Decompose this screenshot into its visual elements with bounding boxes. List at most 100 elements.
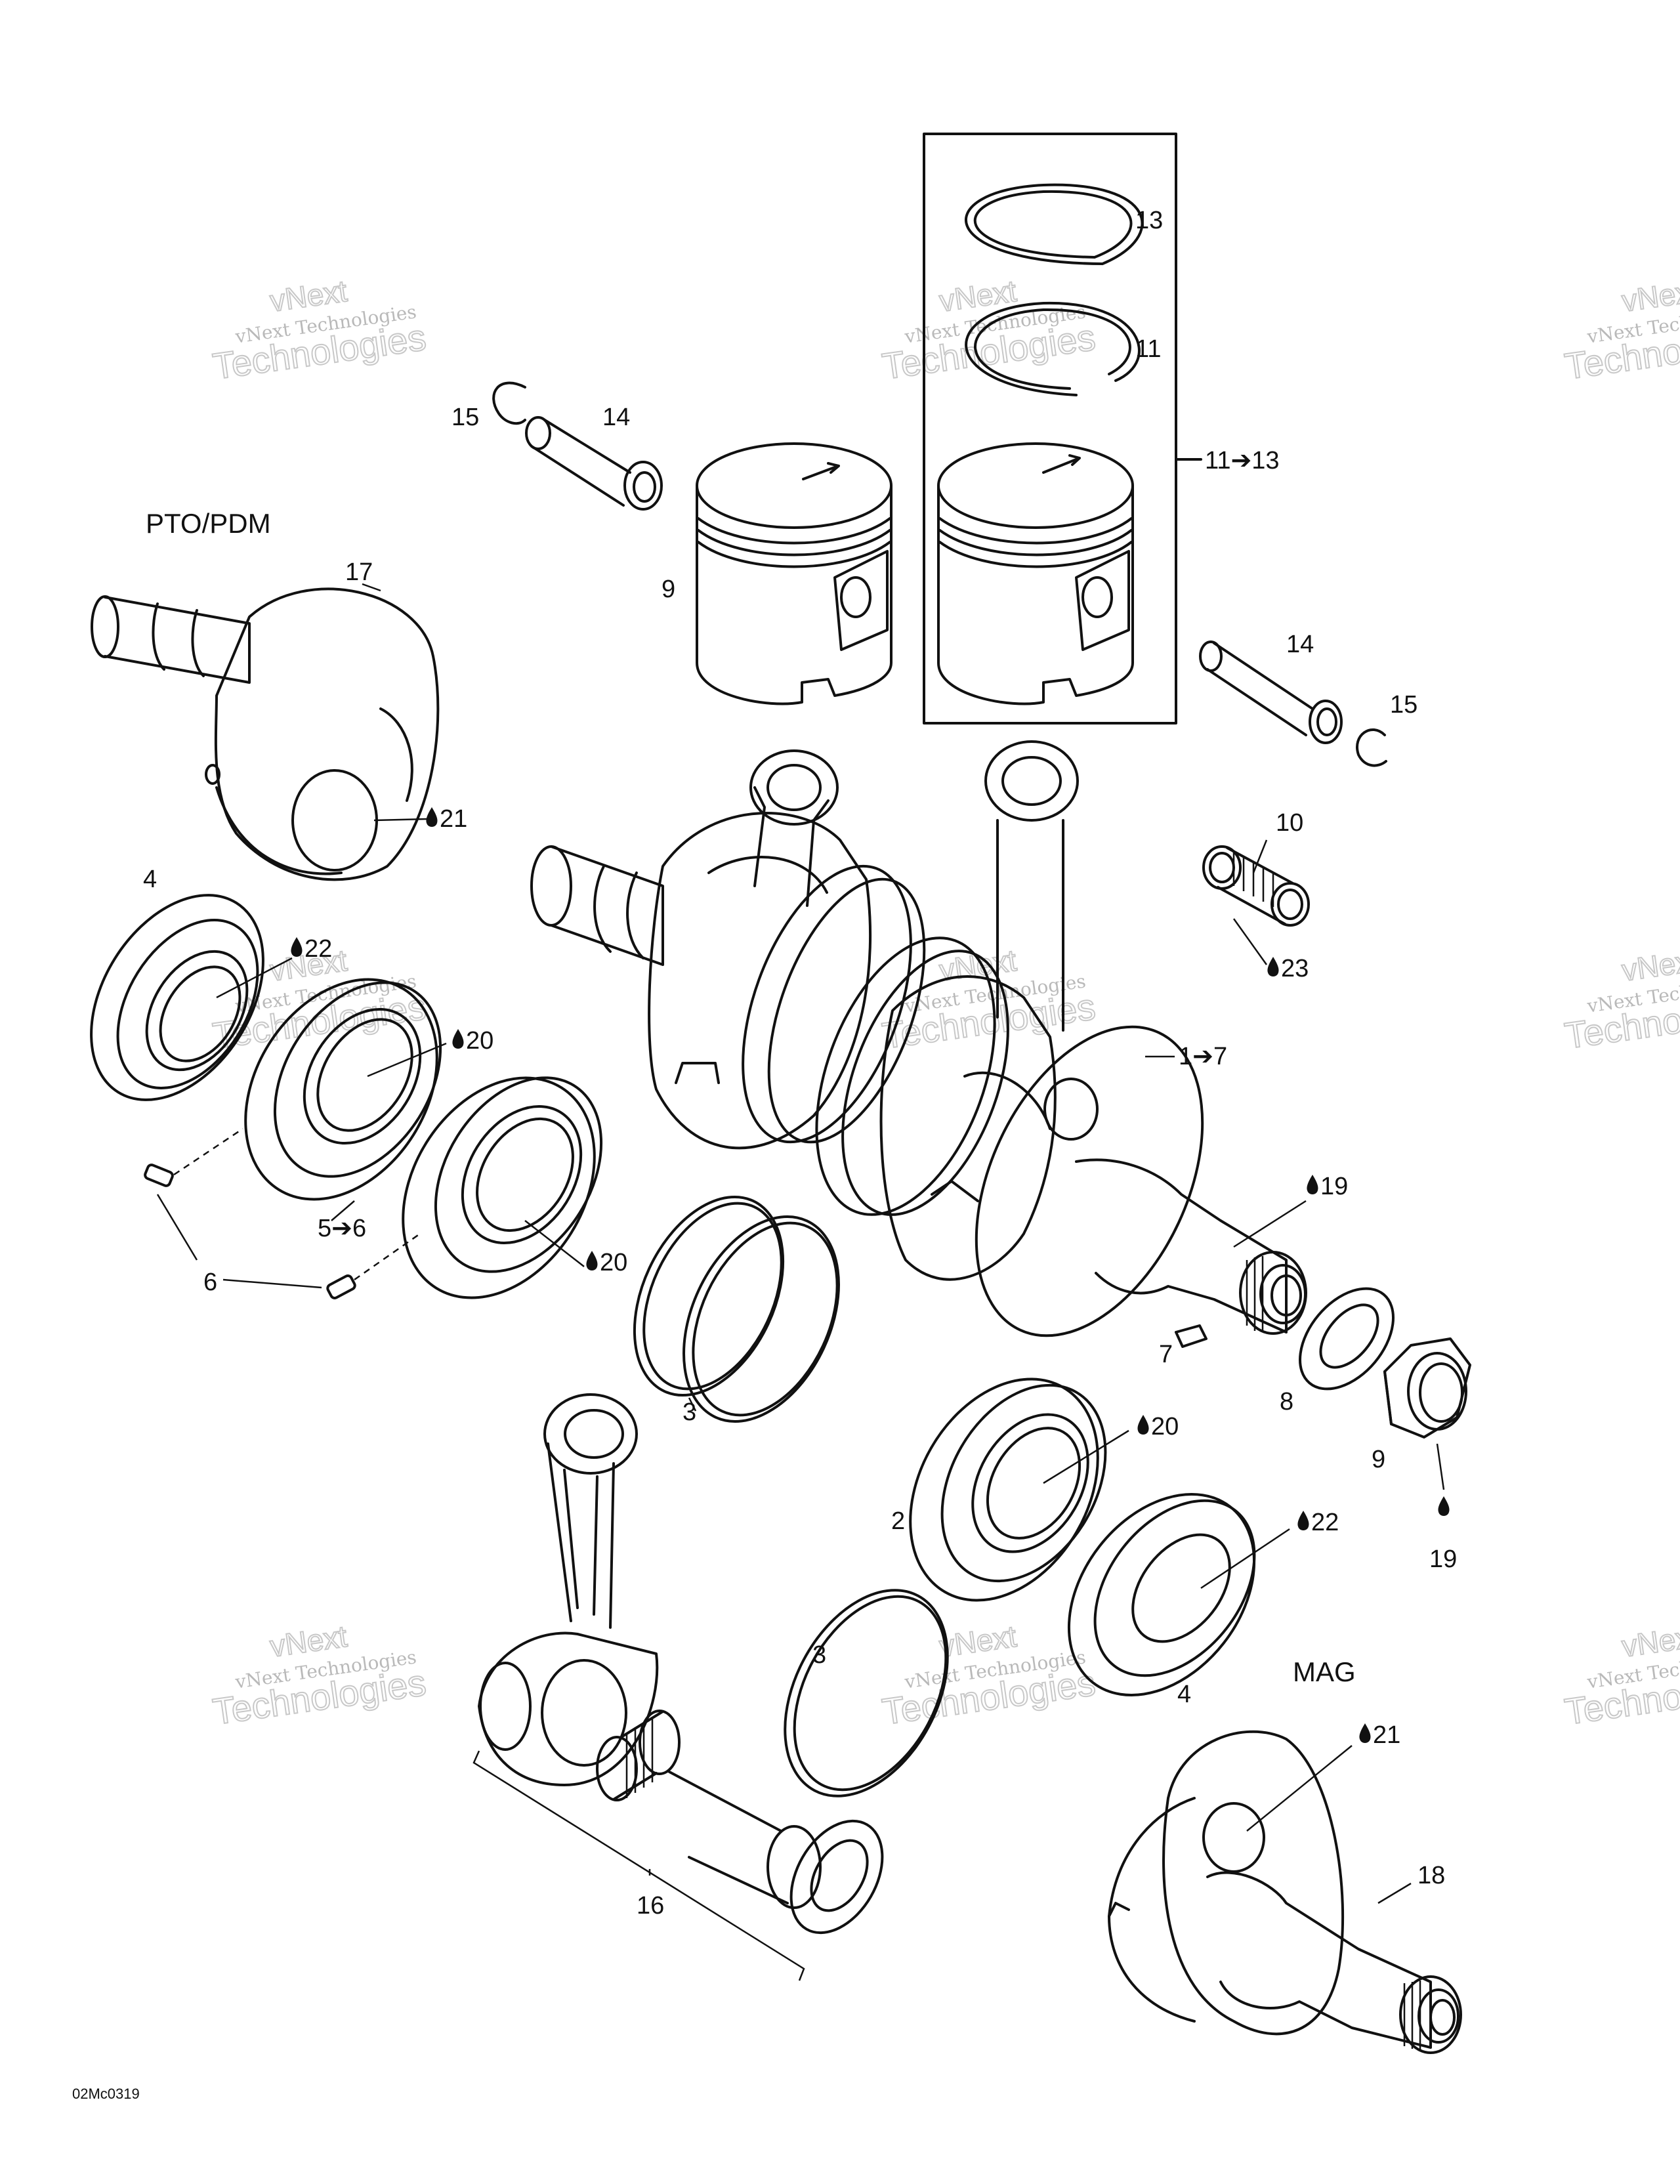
- callout-8: 8: [1280, 1388, 1293, 1416]
- lock-washer-8: [1299, 1287, 1395, 1391]
- leader-18: [1377, 1882, 1412, 1904]
- callout-22-right: 22: [1311, 1509, 1339, 1536]
- callout-7: 7: [1159, 1341, 1173, 1368]
- piston-ring-13: [965, 183, 1144, 265]
- callout-5-6: 5➔6: [318, 1215, 366, 1242]
- callout-23: 23: [1281, 955, 1309, 982]
- callout-3-center: 3: [682, 1398, 696, 1426]
- watermark: vNext vNext Technologies Technologies: [209, 1618, 429, 1733]
- callout-2: 2: [891, 1507, 905, 1535]
- dowel-pin-6-lower: [326, 1274, 356, 1299]
- callout-22-left: 22: [304, 935, 332, 963]
- oil-seal-4-left: [90, 894, 264, 1101]
- oil-drop-icon: [1307, 1175, 1318, 1194]
- callout-4-left: 4: [143, 866, 157, 893]
- callout-21-pto: 21: [440, 805, 467, 833]
- callout-15-right: 15: [1390, 691, 1418, 719]
- woodruff-key-7: [1175, 1324, 1208, 1348]
- watermark-line1: vNext: [1620, 274, 1680, 318]
- callout-9-nut: 9: [1372, 1446, 1385, 1473]
- circlip-15-right: [1356, 728, 1387, 767]
- oil-drop-icon: [1297, 1511, 1309, 1530]
- ball-bearing-2: [909, 1377, 1107, 1602]
- leader-22a: [216, 957, 293, 999]
- callout-14-right: 14: [1286, 631, 1314, 658]
- figure-code: 02Mc0319: [72, 2086, 140, 2102]
- leader-20b: [524, 1220, 585, 1267]
- leader-dash-upper: [173, 1127, 243, 1176]
- piston-assembly-box: [937, 442, 1134, 705]
- piston-ring-11: [965, 301, 1141, 396]
- crankshaft-assembly-1-7: [530, 740, 1307, 1337]
- leader-6-lower: [222, 1278, 322, 1289]
- leader-5-6: [331, 1200, 355, 1221]
- ball-bearing-right: [402, 1076, 603, 1299]
- watermark-line1: vNext: [1620, 1619, 1680, 1664]
- oil-drop-icon: [452, 1029, 464, 1049]
- leader-22b: [1200, 1528, 1290, 1589]
- oil-drop-icon: [426, 807, 438, 827]
- leader-3a: [688, 1397, 697, 1412]
- watermark: vNext vNext Technologies Technologies: [1561, 942, 1680, 1057]
- section-label-mag: MAG: [1293, 1656, 1356, 1687]
- watermark: vNext vNext Technologies Technologies: [209, 273, 429, 388]
- crankshaft-nut-9: [1383, 1337, 1471, 1438]
- oil-drop-icon: [586, 1251, 598, 1270]
- callout-20-middle: 20: [600, 1249, 627, 1276]
- dowel-pin-6-upper: [144, 1164, 174, 1187]
- leader-17: [362, 583, 381, 592]
- leader-19a: [1233, 1200, 1307, 1248]
- callout-4-right: 4: [1177, 1681, 1191, 1708]
- connecting-rod-kit-16: [478, 1393, 884, 1935]
- oil-seal-4-right: [1067, 1493, 1256, 1696]
- leader-19b: [1436, 1443, 1445, 1490]
- oil-drop-icon: [1359, 1723, 1371, 1743]
- o-ring-3-lower: [784, 1589, 949, 1797]
- leader-10: [1252, 839, 1268, 873]
- callout-3-lower: 3: [812, 1641, 826, 1669]
- oil-drop-icon: [1137, 1415, 1149, 1435]
- section-label-pto: PTO/PDM: [146, 508, 271, 539]
- callout-10: 10: [1276, 809, 1303, 837]
- callout-16: 16: [637, 1892, 664, 1920]
- callout-9-piston: 9: [662, 576, 675, 603]
- watermark: vNext vNext Technologies Technologies: [1561, 273, 1680, 388]
- oil-drop-icon: [1438, 1496, 1450, 1516]
- o-ring-3-pair: [633, 1195, 840, 1423]
- leader-6-upper: [156, 1194, 198, 1261]
- ball-bearing-left: [244, 978, 442, 1201]
- leader-21b: [1246, 1745, 1353, 1832]
- callout-11: 11: [1135, 335, 1161, 363]
- crankshaft-half-18-mag: [1108, 1730, 1462, 2054]
- piston-pin-14-left: [525, 416, 663, 511]
- leader-20a: [367, 1042, 447, 1078]
- callout-11-13: 11➔13: [1205, 447, 1280, 474]
- leader-dash-lower: [354, 1232, 421, 1281]
- watermark-line1: vNext: [1620, 943, 1680, 988]
- crankshaft-half-17-pto: [91, 587, 440, 881]
- piston-kit-frame: [923, 133, 1177, 724]
- callout-17: 17: [345, 558, 373, 586]
- watermark: vNext vNext Technologies Technologies: [1561, 1618, 1680, 1733]
- callout-6: 6: [203, 1269, 217, 1296]
- callout-20-upper: 20: [466, 1027, 494, 1055]
- leader-21a: [373, 818, 427, 822]
- callout-21-mag: 21: [1373, 1721, 1400, 1749]
- callout-20-lower: 20: [1151, 1413, 1179, 1440]
- piston-pin-14-right: [1199, 640, 1343, 744]
- circlip-15-left: [492, 381, 526, 425]
- oil-drop-icon: [1267, 957, 1279, 976]
- callout-13: 13: [1135, 207, 1163, 234]
- bracket-16: [472, 1750, 805, 1981]
- callout-15-left: 15: [452, 404, 479, 431]
- callout-19-shaft: 19: [1320, 1173, 1348, 1200]
- leader-20c: [1043, 1429, 1129, 1484]
- callout-19-nut: 19: [1429, 1545, 1457, 1573]
- needle-bearing-10: [1202, 845, 1310, 927]
- watermark: vNext vNext Technologies Technologies: [879, 1618, 1098, 1733]
- callout-18: 18: [1418, 1862, 1445, 1889]
- oil-drop-icon: [291, 937, 303, 957]
- piston-9: [696, 442, 892, 705]
- callout-1-7: 1➔7: [1179, 1043, 1227, 1070]
